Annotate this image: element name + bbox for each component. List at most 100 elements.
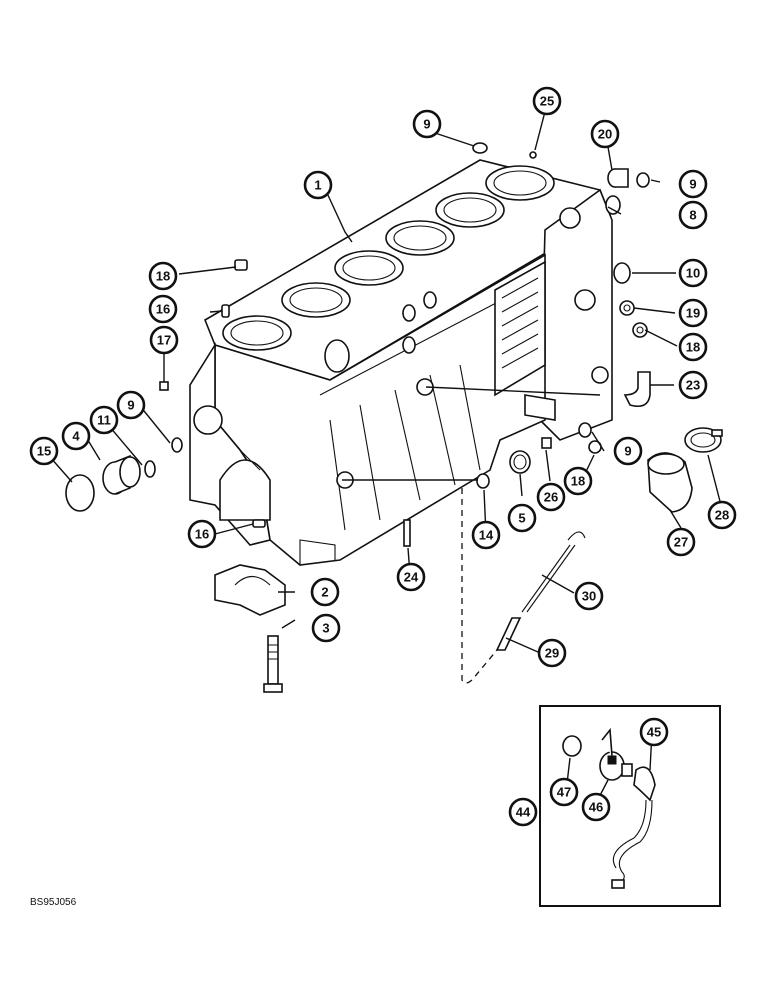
svg-text:11: 11: [97, 413, 111, 428]
callout-3: 3: [311, 613, 341, 643]
callout-18-lower: 18: [563, 466, 593, 496]
callout-47: 47: [549, 777, 579, 807]
dashed-connector: [461, 488, 498, 684]
svg-text:9: 9: [127, 398, 134, 413]
callout-46: 46: [581, 792, 611, 822]
cap-plug-top: [472, 142, 488, 154]
callout-27: 27: [666, 527, 696, 557]
svg-text:3: 3: [322, 621, 329, 636]
svg-text:18: 18: [571, 474, 585, 489]
main-bearing-bolt: [263, 635, 283, 693]
svg-text:28: 28: [715, 508, 729, 523]
svg-text:9: 9: [624, 444, 631, 459]
svg-text:45: 45: [647, 725, 661, 740]
callout-16-top: 16: [148, 294, 178, 324]
plug-9-right: [578, 422, 592, 438]
callout-2: 2: [310, 577, 340, 607]
hose-clamp-28: [684, 427, 723, 453]
svg-text:1: 1: [314, 178, 321, 193]
svg-text:19: 19: [686, 306, 700, 321]
svg-text:25: 25: [540, 94, 554, 109]
elbow-fitting-23: [623, 371, 651, 408]
plug-10: [613, 262, 631, 284]
expansion-plug-large: [65, 474, 95, 512]
seal-ring-small: [144, 460, 156, 478]
svg-text:18: 18: [156, 269, 170, 284]
callout-9-top-right: 9: [678, 169, 708, 199]
plug-small-left: [171, 437, 183, 453]
callout-18-right: 18: [678, 332, 708, 362]
svg-text:9: 9: [423, 117, 430, 132]
callout-26: 26: [536, 482, 566, 512]
callout-44: 44: [508, 797, 538, 827]
callout-5: 5: [507, 503, 537, 533]
svg-text:47: 47: [557, 785, 571, 800]
callout-8: 8: [678, 200, 708, 230]
callout-25: 25: [532, 86, 562, 116]
dowel-pin-left: [252, 519, 266, 528]
svg-text:16: 16: [156, 302, 170, 317]
callout-45: 45: [639, 717, 669, 747]
svg-text:8: 8: [689, 208, 696, 223]
plug-8: [605, 195, 621, 215]
heater-element-46: [599, 727, 633, 781]
fitting-26: [541, 437, 552, 449]
stud-24: [403, 519, 411, 547]
callout-9-left: 9: [116, 390, 146, 420]
svg-text:30: 30: [582, 589, 596, 604]
svg-text:16: 16: [195, 527, 209, 542]
svg-text:14: 14: [479, 528, 494, 543]
heater-kit-inset: [539, 705, 721, 907]
callout-11: 11: [89, 405, 119, 435]
fitting-19: [619, 300, 635, 316]
dowel-25: [529, 151, 537, 159]
callout-14: 14: [471, 520, 501, 550]
svg-text:24: 24: [404, 570, 419, 585]
drawing-code: BS95J056: [30, 897, 77, 908]
svg-text:5: 5: [518, 511, 525, 526]
plug-top-left: [234, 259, 248, 271]
callout-19: 19: [678, 298, 708, 328]
callout-1: 1: [303, 170, 333, 200]
svg-text:20: 20: [598, 127, 612, 142]
svg-text:29: 29: [545, 646, 559, 661]
plug-20: [607, 168, 629, 188]
svg-text:44: 44: [516, 805, 531, 820]
callout-30: 30: [574, 581, 604, 611]
callout-28: 28: [707, 500, 737, 530]
callout-23: 23: [678, 370, 708, 400]
plug-14: [476, 473, 490, 489]
callout-18-left: 18: [148, 261, 178, 291]
dowel-pin-top: [221, 304, 230, 318]
sleeve-ring: [102, 454, 141, 495]
dipstick-tube-29: [495, 617, 522, 651]
svg-text:27: 27: [674, 535, 688, 550]
cord-45: [611, 766, 656, 889]
fitting-18-right: [632, 322, 648, 338]
svg-text:15: 15: [37, 444, 51, 459]
svg-text:23: 23: [686, 378, 700, 393]
callout-20: 20: [590, 119, 620, 149]
svg-text:18: 18: [686, 340, 700, 355]
callout-24: 24: [396, 562, 426, 592]
callout-17: 17: [149, 325, 179, 355]
callout-10: 10: [678, 258, 708, 288]
svg-text:9: 9: [689, 177, 696, 192]
callout-9-right: 9: [613, 436, 643, 466]
plug-9-top-right: [636, 172, 650, 188]
callout-9-top: 9: [412, 109, 442, 139]
o-ring-47: [562, 735, 582, 757]
svg-text:2: 2: [321, 585, 328, 600]
seal-ring-5: [509, 450, 531, 474]
callout-15: 15: [29, 436, 59, 466]
fitting-17: [159, 381, 169, 391]
svg-text:4: 4: [72, 429, 80, 444]
callout-16-bottom: 16: [187, 519, 217, 549]
cylinder-block: [189, 159, 613, 566]
svg-text:26: 26: [544, 490, 558, 505]
hose-27: [647, 452, 693, 513]
svg-text:17: 17: [157, 333, 171, 348]
callout-29: 29: [537, 638, 567, 668]
